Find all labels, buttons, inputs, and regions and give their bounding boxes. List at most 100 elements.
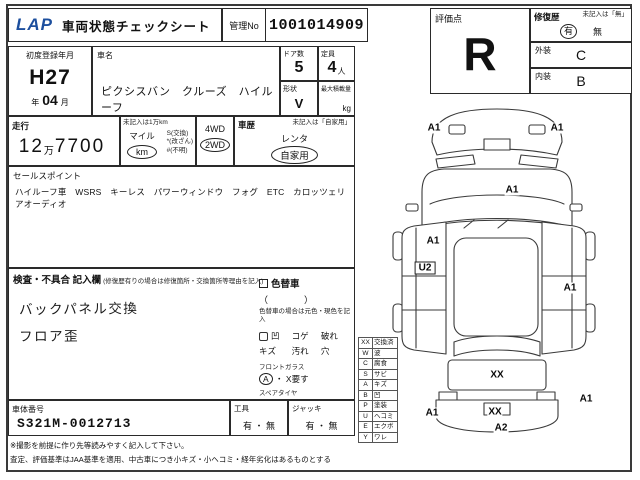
usage-rental: レンタ xyxy=(280,134,308,144)
doors-value: 5 xyxy=(294,59,304,76)
lap-logo: LAP xyxy=(16,15,53,34)
mileage-code: S(交換) xyxy=(166,130,189,137)
legend-code: C xyxy=(359,359,373,369)
legend-code: Y xyxy=(359,432,373,442)
management-number-box: 管理No 1001014909 xyxy=(222,8,368,42)
legend-meaning: キズ xyxy=(374,381,387,388)
legend-code: B xyxy=(359,390,373,400)
repair-option-no: 無 xyxy=(593,27,603,37)
mileage-box: 走行 12 万 7700 xyxy=(8,116,120,166)
legend-meaning: 塗装 xyxy=(374,402,387,409)
damage-mark: A1 xyxy=(425,235,441,247)
mileage-codes: S(交換)*(改ざん)#(不明) xyxy=(167,130,193,155)
tools-label: 工具 xyxy=(234,404,249,413)
footnote-line-1: ※撮影を前提に作り先等読みやすく記入して下さい。 xyxy=(10,441,189,450)
repair-history-box: 修復歴 未記入は「無」 有 無 xyxy=(530,8,632,42)
unit-km-selected: km xyxy=(127,145,157,159)
inspection-box: 検査・不具合 記入欄 (修復歴有りの場合は修復箇所・交換箇所等理由を記入) バッ… xyxy=(8,268,355,420)
tools-box: 工具 有 ・ 無 xyxy=(230,400,288,436)
registration-era-year: H27 xyxy=(29,66,71,89)
mileage-unit-box: 未記入は1万km マイル km S(交換)*(改ざん)#(不明) xyxy=(120,116,196,166)
registration-month: 04 xyxy=(42,92,58,108)
color-change-note: 色替車の場合は元色・現色を記入 xyxy=(259,308,350,324)
usage-label: 車歴 xyxy=(238,120,256,130)
repair-history-label: 修復歴 xyxy=(534,12,560,22)
damage-word: 汚れ xyxy=(291,345,309,356)
management-number-value: 1001014909 xyxy=(268,16,364,34)
legend-meaning: 波 xyxy=(374,349,381,357)
damage-mark: U2 xyxy=(414,261,436,275)
damage-word: キズ xyxy=(259,345,277,356)
body-shape-label: 形状 xyxy=(283,86,297,93)
damage-word: コゲ xyxy=(291,330,309,341)
sales-points-label: セールスポイント xyxy=(13,171,82,181)
mileage-note: 未記入は1万km xyxy=(123,119,168,126)
damage-word: 穴 xyxy=(320,345,330,356)
car-name-label: 車名 xyxy=(97,51,113,60)
jack-value: 有 ・ 無 xyxy=(305,421,338,431)
legend-code: XX xyxy=(359,338,373,348)
capacity-unit: 人 xyxy=(337,66,346,76)
usage-private-selected: 自家用 xyxy=(271,146,318,164)
legend-code: A xyxy=(359,380,373,390)
legend-meaning: ヘコミ xyxy=(374,412,394,420)
color-change-label: 色替車 xyxy=(271,279,300,290)
color-change-checkbox xyxy=(259,278,268,288)
legend-code: S xyxy=(359,369,373,379)
damage-mark: A2 xyxy=(493,422,509,434)
front-glass-options: ・ X要す xyxy=(275,374,309,385)
capacity-box: 定員 4 人 xyxy=(318,46,355,81)
legend-code: U xyxy=(359,411,373,421)
registration-year-unit: 年 xyxy=(31,98,40,107)
rating-box: 評価点 R xyxy=(430,8,530,94)
footnote-line-2: 査定、評価基準はJAA基準を適用、中古車につき小キズ・小ヘコミ・経年劣化はあるも… xyxy=(10,455,332,464)
legend-code: E xyxy=(359,422,373,432)
body-shape-box: 形状 V xyxy=(280,81,318,116)
damage-mark: XX xyxy=(487,406,503,418)
legend-meaning: ワレ xyxy=(374,433,387,441)
interior-grade-box: 内装 B xyxy=(530,68,632,94)
payload-box: 最大積載量 kg xyxy=(318,81,355,116)
legend-code: P xyxy=(359,401,373,411)
legend-meaning: 交換済 xyxy=(374,339,394,346)
unit-mile: マイル xyxy=(129,131,155,141)
inspection-note: (修復歴有りの場合は修復箇所・交換箇所等理由を記入) xyxy=(103,278,264,285)
tools-value: 有 ・ 無 xyxy=(242,421,275,431)
drivetrain-box: 4WD 2WD xyxy=(196,116,234,166)
vin-box: 車体番号 S321M-0012713 xyxy=(8,400,230,436)
mileage-man-unit: 万 xyxy=(43,146,54,157)
drive-4wd: 4WD xyxy=(205,124,225,134)
legend-meaning: 腐食 xyxy=(374,360,387,367)
vin-label: 車体番号 xyxy=(12,405,44,414)
inspection-entry: フロア歪 xyxy=(18,328,80,345)
stamp-icon xyxy=(259,332,268,342)
mileage-code: #(不明) xyxy=(166,146,188,154)
sheet-title: 車両状態チェックシート xyxy=(62,19,211,34)
damage-mark: A1 xyxy=(562,282,578,294)
mileage-code: *(改ざん) xyxy=(166,138,193,146)
legend-meaning: エクボ xyxy=(374,423,394,430)
drive-2wd-selected: 2WD xyxy=(200,138,230,152)
doors-box: ドア数 5 xyxy=(280,46,318,81)
jack-label: ジャッキ xyxy=(292,404,322,413)
interior-grade: B xyxy=(576,73,586,89)
capacity-value: 4 xyxy=(327,59,337,76)
car-name-value: ピクシスバン クルーズ ハイルーフ xyxy=(101,86,273,114)
payload-label: 最大積載量 xyxy=(321,87,352,93)
car-name-box: 車名 ピクシスバン クルーズ ハイルーフ xyxy=(92,46,280,116)
damage-mark: XX xyxy=(489,369,505,381)
damage-mark: A1 xyxy=(549,122,565,134)
damage-mark: A1 xyxy=(504,184,520,196)
registration-month-unit: 月 xyxy=(60,98,69,107)
damage-word: 破れ xyxy=(320,330,338,341)
repair-history-note: 未記入は「無」 xyxy=(582,11,629,18)
interior-label: 内装 xyxy=(535,72,551,81)
